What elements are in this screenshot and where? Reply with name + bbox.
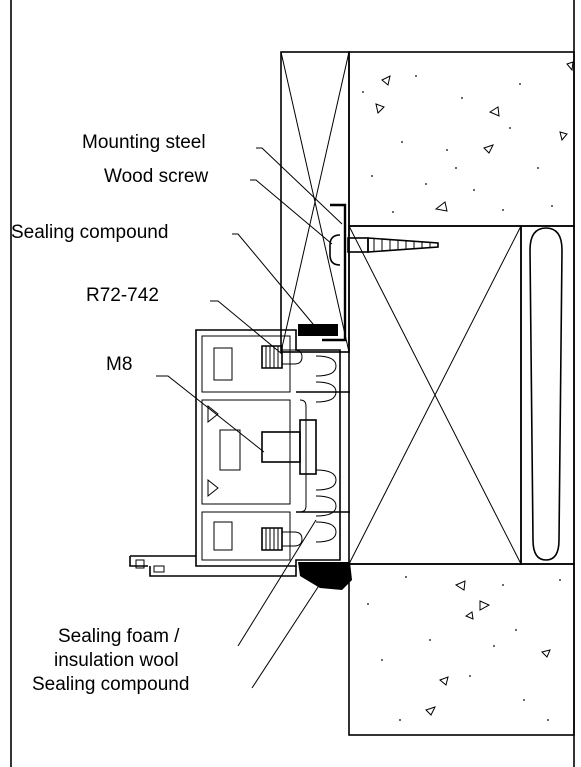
main-timber-block [348,225,522,565]
aluminium-profile [129,329,350,577]
sealing-foam-bottom [298,562,352,590]
profile-screw-bottom [261,527,303,551]
rounded-timber-section [520,225,575,565]
upper-timber-beam [280,51,350,353]
wood-screw [347,237,439,253]
m8-anchor [261,419,317,475]
label-m8: M8 [106,354,132,375]
label-insulation-wool: insulation wool [54,650,179,671]
label-sealing-compound-bottom: Sealing compound [32,674,189,695]
upper-concrete-block [348,51,575,227]
label-wood-screw: Wood screw [104,166,208,187]
label-sealing-foam: Sealing foam / [58,626,180,647]
leader-lines [156,147,343,689]
label-r72-742: R72-742 [86,285,159,306]
label-sealing-compound-top: Sealing compound [11,222,168,243]
profile-screw-top [261,345,303,369]
lower-concrete-block [348,563,575,736]
label-mounting-steel: Mounting steel [82,132,206,153]
mounting-steel [322,203,347,342]
